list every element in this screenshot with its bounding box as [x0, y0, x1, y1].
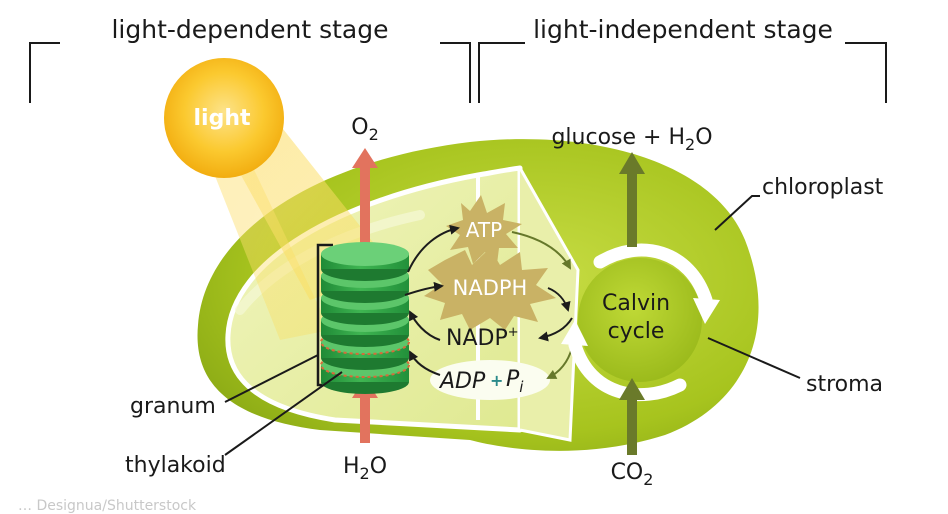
- calvin-line1: Calvin: [602, 291, 670, 316]
- chloroplast-label: chloroplast: [762, 175, 884, 200]
- glucose-arrow-head: [619, 152, 645, 174]
- calvin-line2: cycle: [608, 319, 665, 344]
- atp-to-calvin-arrow: [511, 231, 571, 270]
- stack-to-nadph-arrow: [404, 281, 444, 296]
- stack-to-atp-arrow: [407, 224, 460, 273]
- adp-to-stack-arrow: [409, 350, 441, 376]
- light-beam-2: [196, 128, 330, 340]
- nadp-to-stack-arrow: [409, 310, 441, 341]
- adp-label: ADP: [438, 369, 486, 394]
- h2o-arrow-shaft: [360, 393, 370, 443]
- calvin-cycle-arrowhead-top: [693, 298, 720, 324]
- chloroplast-callout-line: [714, 195, 760, 231]
- calvin-cycle-arrow-bottom: [568, 338, 687, 402]
- bracket-gap-left: [60, 14, 440, 44]
- o2-arrow-head: [352, 148, 378, 168]
- bracket-gap-right: [525, 14, 845, 44]
- adp-pi-plus: +: [490, 371, 503, 390]
- image-credit: … Designua/Shutterstock: [18, 498, 197, 514]
- light-independent-stage-title: light-independent stage: [533, 15, 833, 44]
- o2-arrow-shaft: [360, 165, 370, 260]
- atp-label: ATP: [466, 218, 502, 242]
- thylakoid-label: thylakoid: [125, 453, 226, 478]
- granum-label: granum: [130, 394, 216, 419]
- o2-label: O2: [351, 115, 379, 144]
- nadph-label: NADPH: [453, 276, 528, 300]
- light-dependent-stage-title: light-dependent stage: [111, 15, 388, 44]
- thylakoid-callout-line: [224, 371, 343, 456]
- adp-pi-cloud: [430, 360, 550, 400]
- calvin-cycle-arrowhead-bottom: [561, 320, 588, 346]
- glucose-label: glucose + H2O: [551, 125, 712, 154]
- calvin-cycle-circle: [578, 258, 702, 382]
- granum-stack: [320, 242, 410, 394]
- atp-starburst: [446, 195, 522, 264]
- calvin-to-nadp-arrow: [538, 317, 573, 342]
- light-label: light: [193, 106, 250, 131]
- calvin-cycle-arrow-top: [593, 243, 713, 307]
- co2-arrow-shaft: [627, 397, 637, 455]
- light-source-icon: [164, 58, 284, 178]
- stroma-label: stroma: [806, 372, 883, 397]
- h2o-label: H2O: [343, 454, 387, 483]
- glucose-arrow-shaft: [627, 172, 637, 247]
- co2-label: CO2: [611, 460, 654, 489]
- stroma-callout-line: [707, 337, 801, 379]
- nadp-label: NADP+: [446, 325, 519, 351]
- granum-callout-line: [224, 354, 319, 403]
- co2-arrow-head: [619, 378, 645, 400]
- light-independent-bracket: [478, 42, 887, 103]
- pi-label: Pi: [506, 367, 524, 396]
- nadph-to-calvin-arrow: [547, 287, 571, 312]
- nadph-starburst: [424, 248, 556, 330]
